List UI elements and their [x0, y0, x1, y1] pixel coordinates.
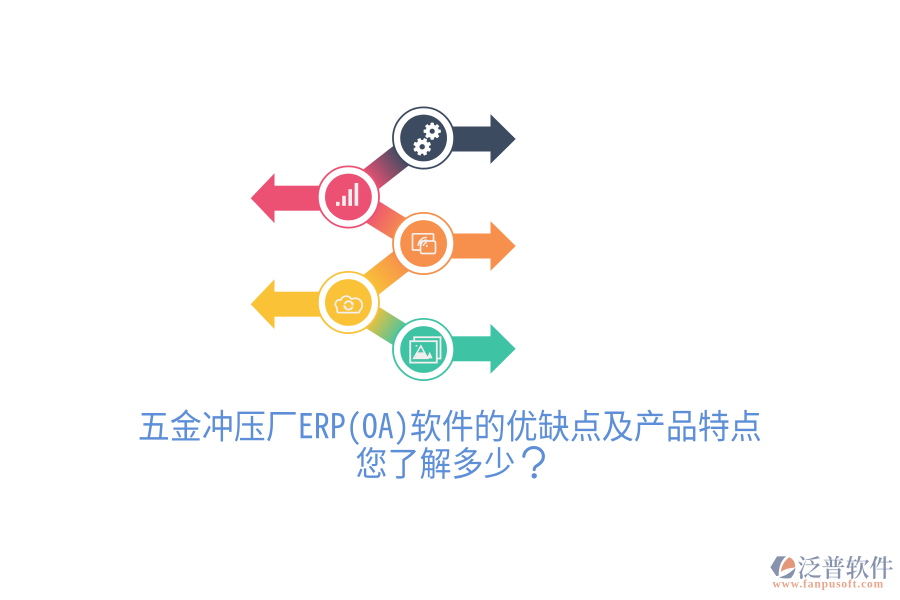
svg-text:www.fanpusoft.com: www.fanpusoft.com — [773, 578, 885, 590]
